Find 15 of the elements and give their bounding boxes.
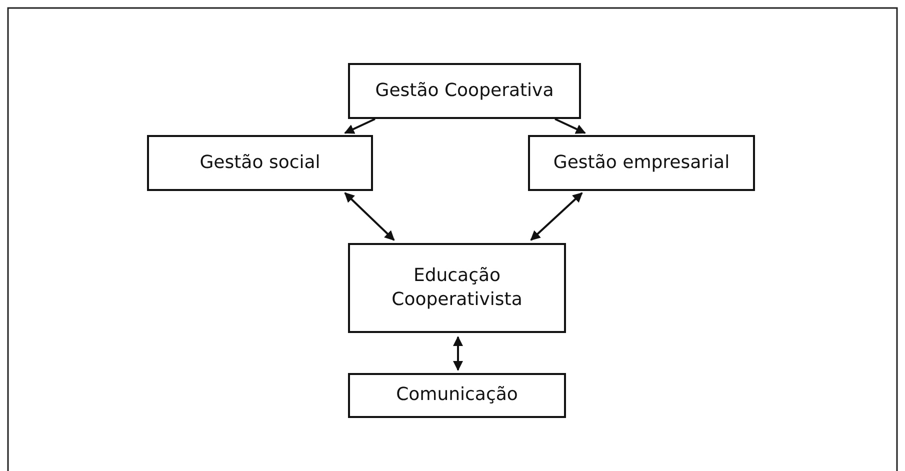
process-box [348, 243, 566, 333]
box-label: Gestão Cooperativa [375, 78, 554, 103]
arrow [453, 336, 463, 371]
arrow [554, 118, 586, 134]
arrow [344, 192, 395, 241]
box-label: Gestão empresarial [553, 150, 730, 175]
box-label: Gestão social [200, 150, 320, 175]
process-box [147, 135, 373, 191]
process-box [348, 373, 566, 418]
arrow [344, 118, 376, 134]
box-label: Comunicação [396, 383, 518, 408]
process-box [528, 135, 755, 191]
process-box [348, 63, 581, 119]
box-label: Educação Cooperativista [390, 264, 524, 312]
arrow [530, 192, 583, 241]
